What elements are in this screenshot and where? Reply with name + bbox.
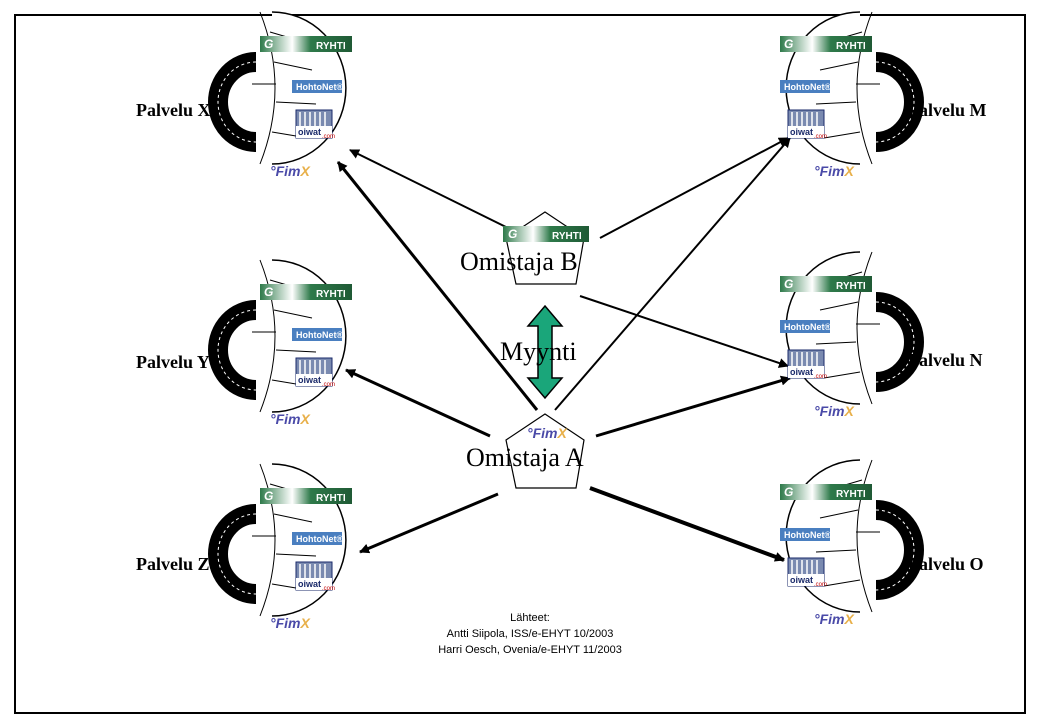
hohtonet-badge: HohtoNet® <box>780 320 831 333</box>
fimx-logo: °FimX <box>814 163 856 179</box>
svg-text:oiwat: oiwat <box>790 127 813 137</box>
svg-text:°FimX: °FimX <box>527 425 569 441</box>
fimx-logo: °FimX <box>270 163 312 179</box>
arrow-a-to-z <box>359 492 499 554</box>
arrow-b-to-n <box>579 295 789 368</box>
svg-text:RYHTI: RYHTI <box>316 41 346 52</box>
svg-text:.com: .com <box>322 586 335 592</box>
ownership-arrows <box>336 137 791 562</box>
svg-text:G: G <box>508 227 517 241</box>
service-label-y: Palvelu Y <box>136 352 210 372</box>
arrow-a-to-o <box>589 486 785 562</box>
service-m: G RYHTI HohtoNet® oiwat.com °FimX <box>780 12 914 179</box>
owner-a-pentagon <box>505 413 585 489</box>
oiwat-logo: oiwat.com <box>787 109 827 140</box>
svg-text:.com: .com <box>814 582 827 588</box>
hohtonet-badge: HohtoNet® <box>292 80 343 93</box>
fimx-logo: °FimX <box>814 611 856 627</box>
ryhti-logo: G RYHTI <box>260 36 352 52</box>
svg-text:RYHTI: RYHTI <box>316 493 346 504</box>
ryhti-logo: G RYHTI <box>260 488 352 504</box>
slide-frame <box>14 14 1026 714</box>
oiwat-logo: oiwat.com <box>787 349 827 380</box>
ryhti-logo: G RYHTI <box>780 484 872 500</box>
ryhti-logo: G RYHTI <box>260 284 352 300</box>
owner-b-label: Omistaja B <box>460 247 578 276</box>
svg-text:.com: .com <box>322 382 335 388</box>
service-o: G RYHTI HohtoNet® oiwat.com °FimX <box>780 460 914 627</box>
arrow-b-to-m <box>599 137 789 239</box>
service-y: G RYHTI HohtoNet® oiwat.com °FimX <box>218 260 352 427</box>
arrow-a-to-y <box>345 368 491 438</box>
arrow-a-to-m <box>554 137 791 411</box>
ryhti-logo: G RYHTI <box>780 276 872 292</box>
svg-text:G: G <box>784 277 793 291</box>
service-label-z: Palvelu Z <box>136 554 210 574</box>
sources-line-1: Antti Siipola, ISS/e-EHYT 10/2003 <box>446 628 614 640</box>
svg-text:RYHTI: RYHTI <box>836 489 866 500</box>
arrow-b-to-x <box>349 149 509 229</box>
service-label-n: Palvelu N <box>908 350 983 370</box>
svg-text:.com: .com <box>322 134 335 140</box>
arrow-a-to-n <box>595 375 791 438</box>
svg-text:G: G <box>784 485 793 499</box>
service-label-x: Palvelu X <box>136 100 211 120</box>
sale-label: Myynti <box>500 337 577 366</box>
sources: Lähteet: Antti Siipola, ISS/e-EHYT 10/20… <box>380 610 680 658</box>
svg-text:.com: .com <box>814 134 827 140</box>
svg-text:oiwat: oiwat <box>790 367 813 377</box>
hohtonet-badge: HohtoNet® <box>292 532 343 545</box>
svg-text:G: G <box>264 285 273 299</box>
svg-text:RYHTI: RYHTI <box>836 281 866 292</box>
fimx-logo: °FimX <box>527 425 569 441</box>
fimx-logo: °FimX <box>270 411 312 427</box>
svg-text:HohtoNet®: HohtoNet® <box>296 82 343 92</box>
hohtonet-badge: HohtoNet® <box>780 528 831 541</box>
svg-text:RYHTI: RYHTI <box>552 231 582 242</box>
svg-text:oiwat: oiwat <box>790 575 813 585</box>
svg-text:RYHTI: RYHTI <box>836 41 866 52</box>
svg-text:RYHTI: RYHTI <box>316 289 346 300</box>
service-label-o: Palvelu O <box>908 554 984 574</box>
svg-text:oiwat: oiwat <box>298 127 321 137</box>
owner-a-label: Omistaja A <box>466 443 584 472</box>
svg-text:G: G <box>784 37 793 51</box>
svg-text:HohtoNet®: HohtoNet® <box>784 322 831 332</box>
sources-line-2: Harri Oesch, Ovenia/e-EHYT 11/2003 <box>438 644 622 656</box>
hohtonet-badge: HohtoNet® <box>292 328 343 341</box>
oiwat-logo: oiwat.com <box>295 109 335 140</box>
owner-a: °FimX Omistaja A <box>466 413 585 489</box>
svg-text:G: G <box>264 37 273 51</box>
svg-text:HohtoNet®: HohtoNet® <box>296 330 343 340</box>
ryhti-logo: G RYHTI <box>503 226 589 242</box>
oiwat-logo: oiwat.com <box>787 557 827 588</box>
service-z: G RYHTI HohtoNet® oiwat.com °FimX <box>218 464 352 631</box>
service-x: G RYHTI HohtoNet® oiwat.com °FimX <box>218 12 352 179</box>
svg-text:oiwat: oiwat <box>298 375 321 385</box>
svg-text:HohtoNet®: HohtoNet® <box>296 534 343 544</box>
ryhti-logo: G RYHTI <box>780 36 872 52</box>
svg-text:.com: .com <box>814 374 827 380</box>
svg-text:oiwat: oiwat <box>298 579 321 589</box>
oiwat-logo: oiwat.com <box>295 561 335 592</box>
arrow-a-to-x <box>336 161 539 411</box>
service-label-m: Palvelu M <box>908 100 987 120</box>
hohtonet-badge: HohtoNet® <box>780 80 831 93</box>
svg-text:HohtoNet®: HohtoNet® <box>784 530 831 540</box>
oiwat-logo: oiwat.com <box>295 357 335 388</box>
svg-text:HohtoNet®: HohtoNet® <box>784 82 831 92</box>
fimx-logo: °FimX <box>270 615 312 631</box>
sources-heading: Lähteet: <box>510 612 550 624</box>
owner-b: G RYHTI Omistaja B <box>460 211 589 285</box>
service-n: G RYHTI HohtoNet® oiwat.com °FimX <box>780 252 914 419</box>
fimx-logo: °FimX <box>814 403 856 419</box>
svg-text:G: G <box>264 489 273 503</box>
sale-double-arrow <box>526 304 564 400</box>
